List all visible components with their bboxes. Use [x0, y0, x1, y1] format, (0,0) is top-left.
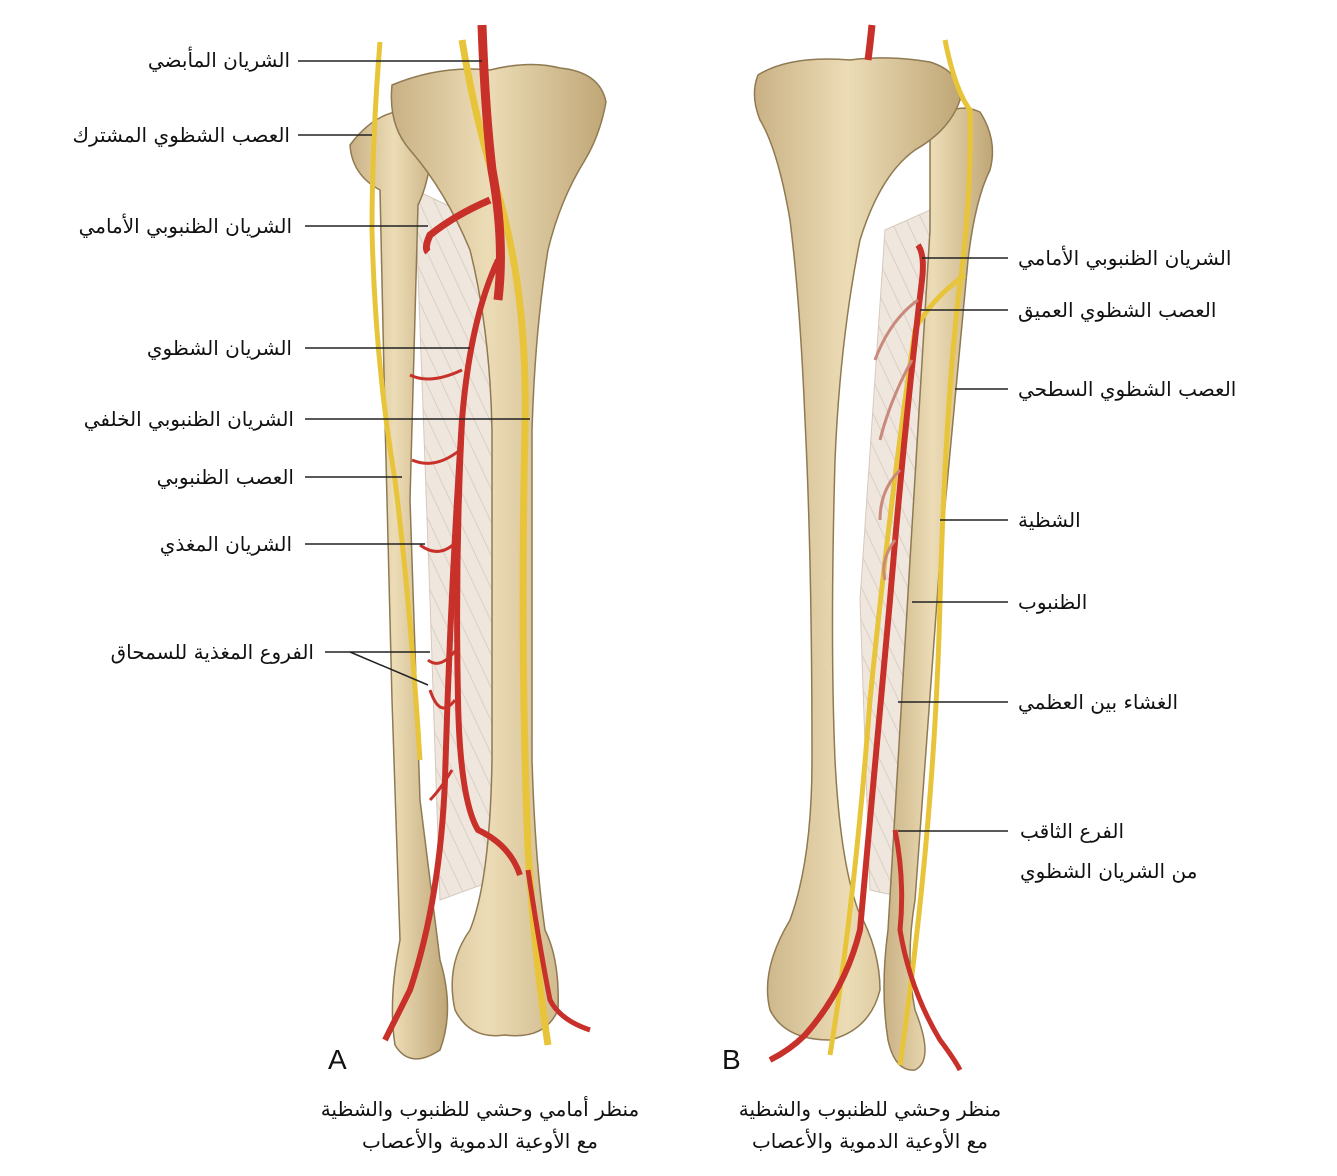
- label-anterior-tibial-artery-a: الشريان الظنبوبي الأمامي: [78, 214, 292, 238]
- caption-a: منظر أمامي وحشي للظنبوب والشظية مع الأوع…: [300, 1093, 660, 1157]
- label-anterior-tibial-artery-b: الشريان الظنبوبي الأمامي: [1018, 246, 1232, 270]
- popliteal-artery-b: [864, 24, 876, 61]
- tibia-b: [753, 57, 961, 1041]
- fibular-artery-a: [454, 258, 523, 877]
- periosteal-branches-a: [409, 368, 463, 802]
- label-fibular-artery-a: الشريان الشظوي: [146, 336, 292, 360]
- label-tibia-b: الظنبوب: [1018, 590, 1088, 614]
- caption-b-line2: مع الأوعية الدموية والأعصاب: [751, 1129, 989, 1153]
- leader-lines: [298, 60, 1008, 832]
- common-fibular-nerve-a: [369, 41, 423, 761]
- label-posterior-tibial-artery-a: الشريان الظنبوبي الخلفي: [83, 407, 294, 431]
- muscular-branches-b: [873, 298, 919, 581]
- label-common-fibular-nerve-a: العصب الشظوي المشترك: [72, 123, 291, 147]
- label-periosteal-branches-a: الفروع المغذية للسمحاق: [110, 640, 314, 664]
- superficial-fibular-nerve-b: [897, 39, 973, 1066]
- caption-a-line1: منظر أمامي وحشي للظنبوب والشظية: [320, 1097, 640, 1121]
- label-perforating-branch-line1-b: الفرع الثاقب: [1020, 819, 1125, 843]
- anterior-tibial-artery-b: [768, 243, 926, 1063]
- posterior-tibial-artery-a: [382, 419, 465, 1042]
- leader-periosteal-a2: [349, 651, 429, 686]
- panel-b-drawing: [753, 24, 994, 1072]
- label-superficial-fibular-nerve-b: العصب الشظوي السطحي: [1018, 377, 1237, 401]
- panel-letter-b: B: [722, 1044, 741, 1075]
- label-perforating-branch-line2-b: من الشريان الشظوي: [1020, 859, 1198, 883]
- label-fibula-b: الشظية: [1018, 508, 1081, 532]
- label-deep-fibular-nerve-b: العصب الشظوي العميق: [1018, 298, 1217, 322]
- label-tibial-nerve-a: العصب الظنبوبي: [156, 465, 294, 489]
- panel-letter-a: A: [328, 1044, 347, 1075]
- label-interosseous-membrane-b: الغشاء بين العظمي: [1018, 690, 1179, 714]
- perforating-branch-b: [892, 829, 963, 1072]
- anterior-tibial-artery-a: [422, 196, 492, 255]
- caption-b-line1: منظر وحشي للظنبوب والشظية: [738, 1097, 1002, 1121]
- label-popliteal-artery-a: الشريان المأبضي: [147, 48, 290, 72]
- label-nutrient-artery-a: الشريان المغذي: [159, 532, 292, 556]
- posterior-tibial-artery-lower-a: [525, 869, 591, 1033]
- popliteal-artery-a: [477, 24, 505, 301]
- caption-b: منظر وحشي للظنبوب والشظية مع الأوعية الد…: [700, 1093, 1040, 1157]
- tibia-a: [390, 63, 607, 1037]
- panel-a-drawing: [349, 24, 607, 1060]
- caption-a-line2: مع الأوعية الدموية والأعصاب: [361, 1129, 599, 1153]
